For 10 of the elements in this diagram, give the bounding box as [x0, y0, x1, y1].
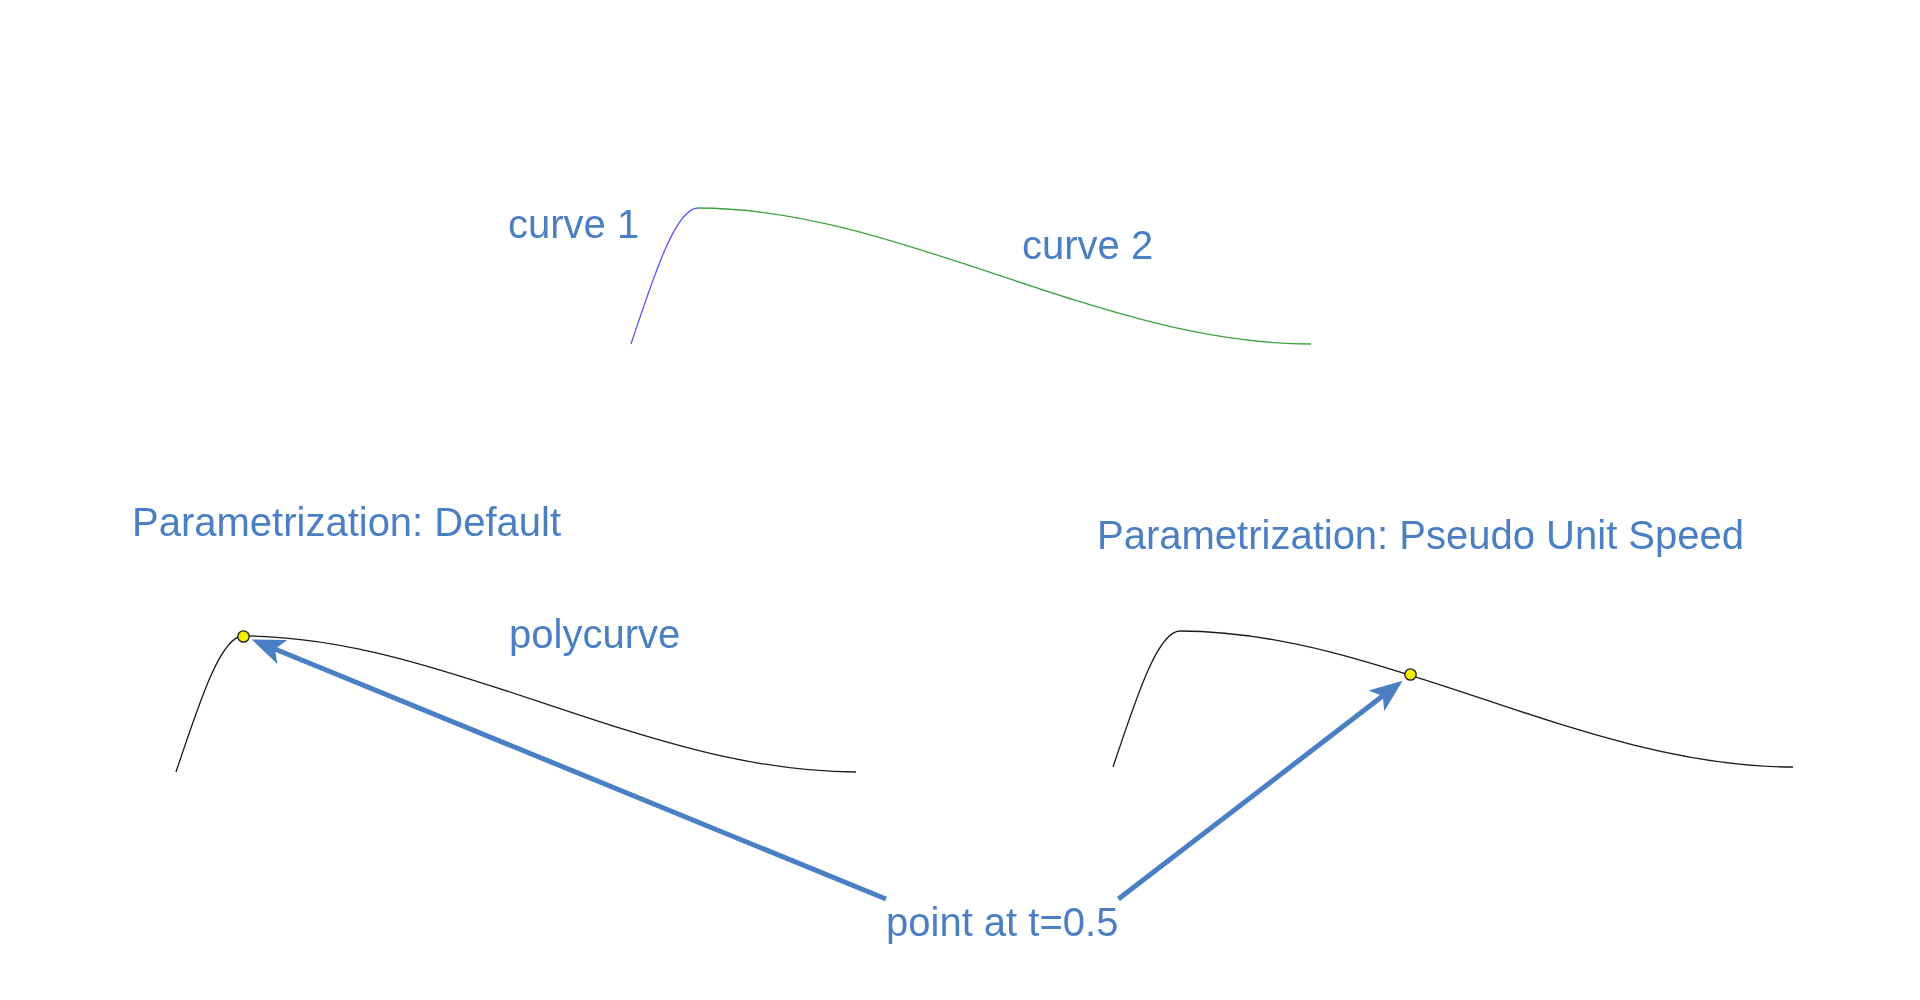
panel-title: Parametrization: Pseudo Unit Speed [1097, 512, 1745, 558]
point-marker [236, 629, 250, 643]
panel-title: Parametrization: Default [132, 499, 562, 545]
curve-label: curve 1 [508, 201, 640, 247]
curve-label: polycurve [509, 611, 681, 657]
point-marker [1403, 668, 1417, 682]
annotation-text: point at t=0.5 [886, 899, 1119, 945]
arrow [251, 639, 887, 902]
arrow [1116, 680, 1403, 901]
curve-label: curve 2 [1022, 222, 1154, 268]
